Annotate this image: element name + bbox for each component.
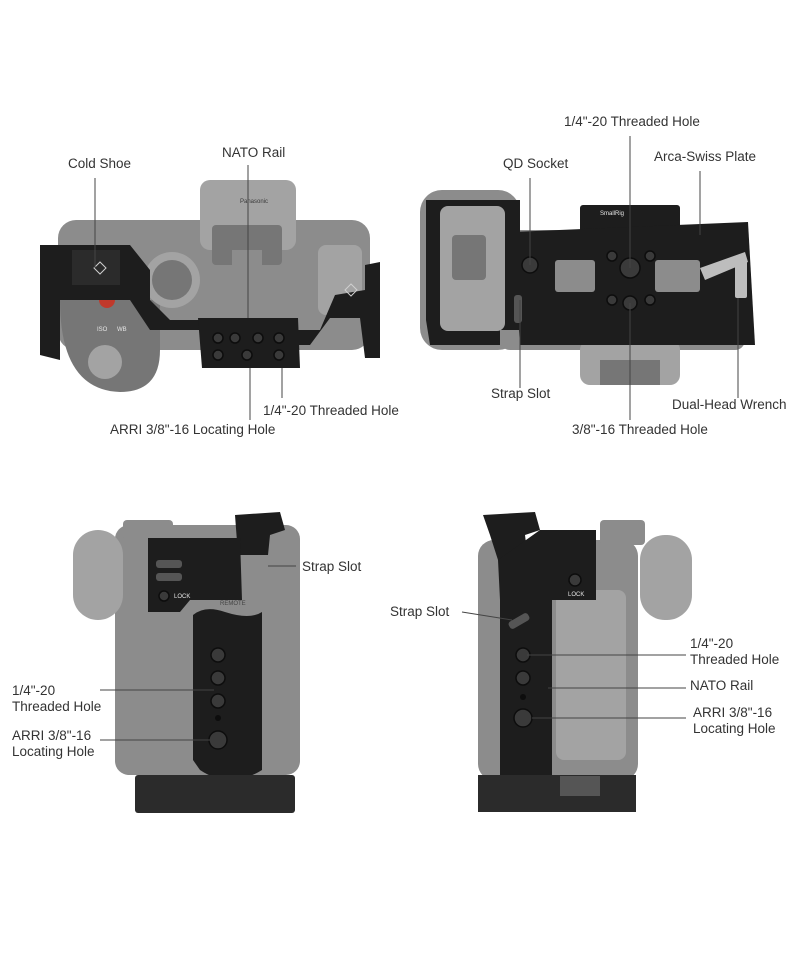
label-arri-locating-hole: ARRI 3/8"-16 Locating Hole — [110, 422, 275, 437]
label-arri-line2: Locating Hole — [12, 744, 95, 759]
label-arri-line1: ARRI 3/8"-16 — [12, 728, 91, 743]
label-threaded-hole: 1/4"-20 Threaded Hole — [263, 403, 399, 418]
label-nato-rail: NATO Rail — [690, 678, 753, 693]
label-threaded-hole-line2: Threaded Hole — [690, 652, 779, 667]
iso-marking: ISO — [97, 327, 108, 333]
label-threaded-hole-line2: Threaded Hole — [12, 699, 101, 714]
label-arca-swiss-plate: Arca-Swiss Plate — [654, 149, 756, 164]
brand-marking: Panasonic — [240, 199, 268, 205]
label-threaded-hole-line1: 1/4"-20 — [12, 683, 55, 698]
label-threaded-hole-38: 3/8"-16 Threaded Hole — [572, 422, 708, 437]
right-side-view: LOCK Strap Slot 1/4"-20 Threaded Hole NA… — [390, 512, 779, 812]
label-arri-line1: ARRI 3/8"-16 — [693, 705, 772, 720]
label-threaded-hole: 1/4"-20 Threaded Hole — [564, 114, 700, 129]
label-strap-slot: Strap Slot — [390, 604, 450, 619]
top-view: ISO WB Panasonic — [40, 145, 399, 437]
label-strap-slot: Strap Slot — [302, 559, 362, 574]
label-arri-line2: Locating Hole — [693, 721, 776, 736]
bottom-view: SmallRig — [420, 114, 787, 437]
right-cage: LOCK — [478, 512, 636, 812]
bottom-cage: SmallRig — [426, 200, 755, 345]
label-qd-socket: QD Socket — [503, 156, 569, 171]
wb-marking: WB — [117, 327, 127, 333]
label-dual-head-wrench: Dual-Head Wrench — [672, 397, 787, 412]
label-cold-shoe: Cold Shoe — [68, 156, 131, 171]
brand-marking: SmallRig — [600, 211, 624, 217]
label-nato-rail: NATO Rail — [222, 145, 285, 160]
lock-marking: LOCK — [174, 594, 190, 600]
label-threaded-hole-line1: 1/4"-20 — [690, 636, 733, 651]
lock-marking: LOCK — [568, 592, 584, 598]
remote-marking: REMOTE — [220, 601, 246, 607]
left-cage: LOCK REMOTE — [135, 512, 295, 813]
top-cage — [40, 245, 380, 368]
left-side-view: LOCK REMOTE Strap Slot 1/4"-20 Threaded … — [12, 512, 362, 813]
label-strap-slot: Strap Slot — [491, 386, 551, 401]
